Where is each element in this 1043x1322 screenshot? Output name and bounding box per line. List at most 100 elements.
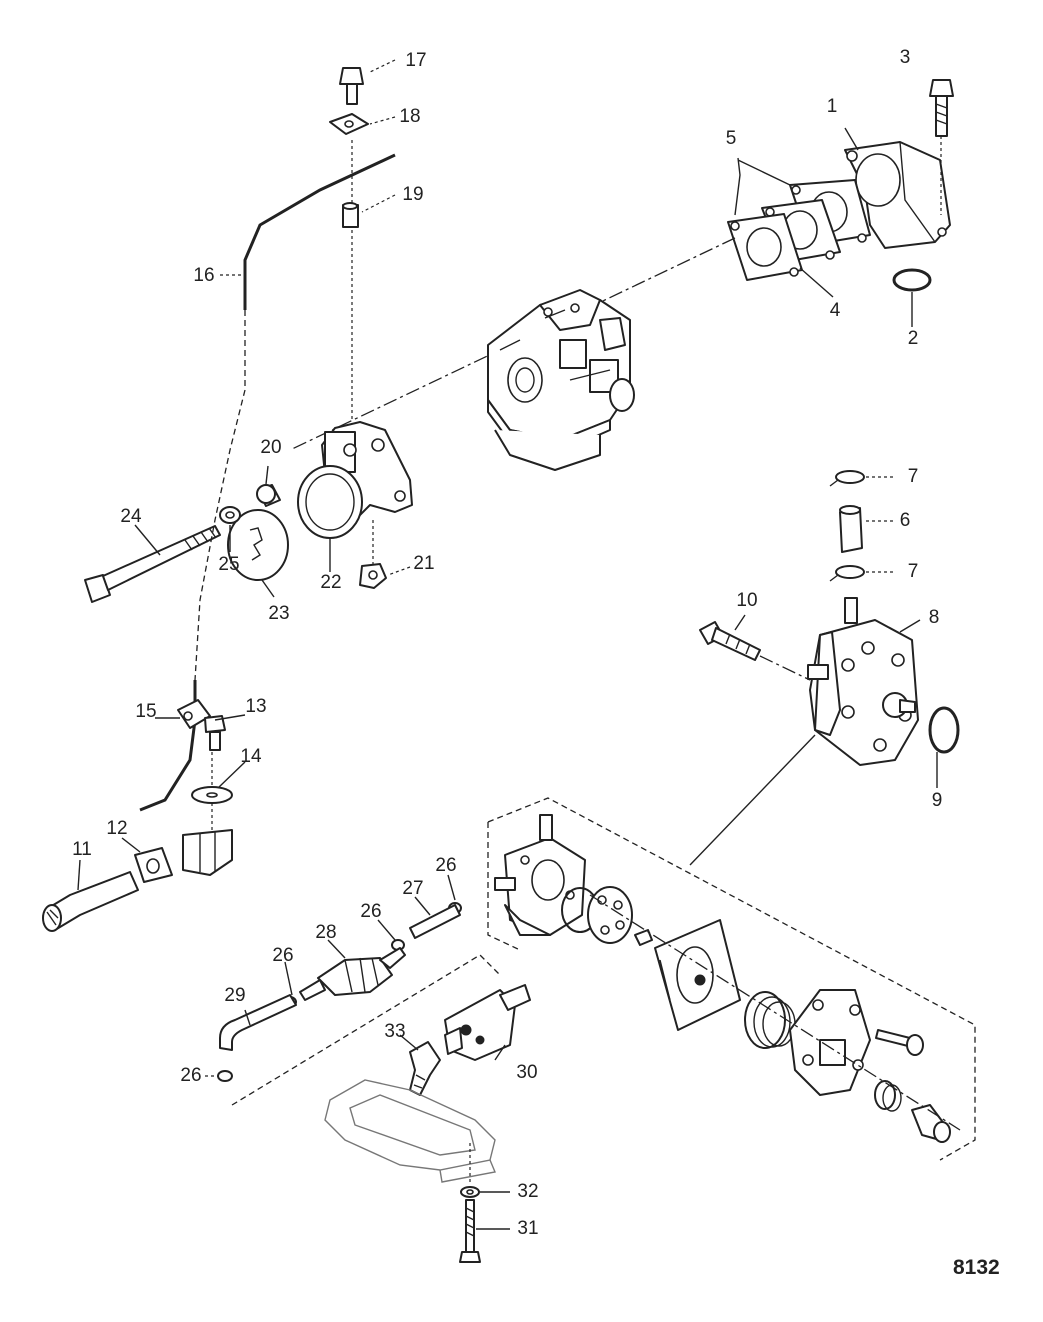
callout-20: 20 xyxy=(260,437,282,458)
cable-screw xyxy=(339,67,364,105)
bushing xyxy=(256,484,281,507)
callout-21: 21 xyxy=(413,553,435,574)
leader-27 xyxy=(414,896,431,916)
pump-body-exploded xyxy=(494,814,586,936)
callout-26-a: 26 xyxy=(435,855,457,876)
leader-14 xyxy=(217,761,246,789)
intake-gasket xyxy=(227,509,289,581)
cowl-base-plate xyxy=(324,1079,496,1183)
leader-18 xyxy=(369,116,396,125)
callout-22: 22 xyxy=(320,572,342,593)
leader-24 xyxy=(134,524,161,556)
leader-11 xyxy=(77,859,81,891)
callout-1: 1 xyxy=(826,96,838,117)
nut xyxy=(359,518,387,589)
fuel-hose xyxy=(839,505,863,553)
callout-24: 24 xyxy=(120,506,142,527)
callout-26-d: 26 xyxy=(180,1065,202,1086)
carburetor xyxy=(487,289,635,471)
leader-20 xyxy=(265,465,269,485)
callout-7-top: 7 xyxy=(907,466,919,487)
small-screw-exploded xyxy=(634,929,653,946)
figure-number: 8132 xyxy=(953,1256,1000,1279)
fuel-hose-bent xyxy=(219,994,297,1051)
intake-manifold xyxy=(844,141,951,249)
callout-27: 27 xyxy=(402,878,424,899)
pump-cover xyxy=(789,989,871,1096)
fuel-filter xyxy=(299,947,406,1001)
hose-clamp-top xyxy=(829,470,865,487)
valve-plug xyxy=(911,1104,951,1143)
leader-5 xyxy=(734,157,791,216)
leader-26a xyxy=(447,874,456,901)
callout-11: 11 xyxy=(72,839,92,860)
leader-29 xyxy=(244,1009,251,1026)
callout-5: 5 xyxy=(725,128,737,149)
leader-30 xyxy=(494,1044,506,1061)
leader-12 xyxy=(121,837,141,853)
base-screw xyxy=(459,1199,481,1263)
leader-21 xyxy=(387,566,411,576)
hose-clip-bottom xyxy=(217,1070,233,1082)
leader-26b xyxy=(377,919,396,941)
long-screw xyxy=(84,525,221,603)
callout-26-b: 26 xyxy=(360,901,382,922)
base-washer xyxy=(460,1186,480,1198)
leader-17 xyxy=(367,59,396,74)
callout-17: 17 xyxy=(405,50,427,71)
hose-clamp-bottom xyxy=(829,565,865,582)
pump-diaphragm xyxy=(654,919,741,1031)
washer xyxy=(219,506,241,524)
callout-28: 28 xyxy=(315,922,337,943)
connector-clip xyxy=(409,1041,441,1096)
center-line xyxy=(289,237,736,451)
callout-13: 13 xyxy=(245,696,267,717)
bracket xyxy=(182,803,233,876)
callout-23: 23 xyxy=(268,603,290,624)
callout-10: 10 xyxy=(736,590,758,611)
leader-10 xyxy=(734,614,746,631)
cable-clip xyxy=(329,113,369,135)
fuel-connector xyxy=(444,984,531,1061)
cable-spacer xyxy=(342,202,359,228)
leader-26c xyxy=(284,961,293,996)
leader-8 xyxy=(899,619,921,633)
callout-8: 8 xyxy=(928,607,940,628)
callout-18: 18 xyxy=(399,106,421,127)
callout-30: 30 xyxy=(516,1062,538,1083)
clamp-washer xyxy=(191,752,233,804)
callout-6: 6 xyxy=(899,510,911,531)
callout-2: 2 xyxy=(907,328,919,349)
o-ring xyxy=(892,268,932,292)
check-valve-plate xyxy=(587,886,633,944)
fuel-pump xyxy=(807,597,919,766)
callout-3: 3 xyxy=(899,47,911,68)
callout-7-bottom: 7 xyxy=(907,561,919,582)
leader-33 xyxy=(399,1034,419,1051)
callout-25: 25 xyxy=(218,554,240,575)
cable-clamp xyxy=(177,699,211,729)
callout-9: 9 xyxy=(931,790,943,811)
air-intake-body xyxy=(297,421,413,539)
manifold-screw xyxy=(929,79,954,215)
choke-knob-bushing xyxy=(134,847,173,883)
clamp-screw xyxy=(204,715,226,751)
callout-16: 16 xyxy=(193,265,215,286)
callout-4: 4 xyxy=(829,300,841,321)
pump-axis-line xyxy=(589,894,961,1131)
callout-26-c: 26 xyxy=(272,945,294,966)
leader-23 xyxy=(261,579,275,598)
callout-19: 19 xyxy=(402,184,424,205)
callout-14: 14 xyxy=(240,746,262,767)
fuel-line-short xyxy=(409,904,461,939)
callout-32: 32 xyxy=(517,1181,539,1202)
choke-knob xyxy=(42,871,139,932)
valve-spring xyxy=(874,1080,902,1112)
cover-screw xyxy=(875,1029,924,1056)
leader-1 xyxy=(844,127,859,151)
callout-33: 33 xyxy=(384,1021,406,1042)
callout-31: 31 xyxy=(517,1218,539,1239)
leader-28 xyxy=(327,939,346,959)
